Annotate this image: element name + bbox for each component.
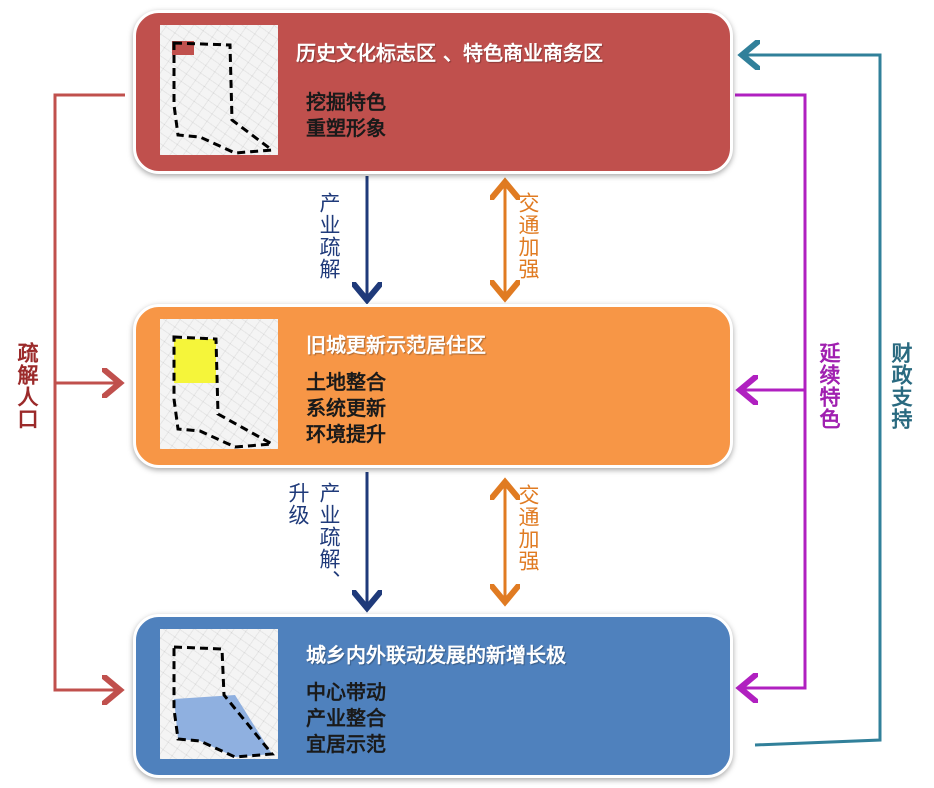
box-points: 挖掘特色 重塑形象 [306,89,386,141]
label-character: 延续特色 [817,342,841,430]
box-historic-commercial: 历史文化标志区 、特色商业商务区 挖掘特色 重塑形象 [133,10,733,174]
point: 重塑形象 [306,116,386,140]
point: 挖掘特色 [306,90,386,114]
map-thumbnail [160,25,278,155]
box-title: 城乡内外联动发展的新增长极 [306,643,566,667]
label-traffic-1: 交通加强 [516,192,540,280]
point: 系统更新 [306,396,386,420]
map-thumbnail [160,629,278,759]
box-growth-pole: 城乡内外联动发展的新增长极 中心带动 产业整合 宜居示范 [133,614,733,778]
point: 产业整合 [306,706,386,730]
finance-line [742,55,882,747]
population-line [53,93,125,690]
label-industry-2: 产业疏解、 [317,482,341,592]
box-points: 中心带动 产业整合 宜居示范 [306,679,386,757]
label-finance: 财政支持 [889,342,913,430]
point: 宜居示范 [306,732,386,756]
box-title: 历史文化标志区 、特色商业商务区 [296,41,603,65]
point: 土地整合 [306,370,386,394]
box-points: 土地整合 系统更新 环境提升 [306,369,386,447]
box-residential-renewal: 旧城更新示范居住区 土地整合 系统更新 环境提升 [133,304,733,468]
point: 环境提升 [306,422,386,446]
box-title: 旧城更新示范居住区 [306,333,486,357]
map-thumbnail [160,319,278,449]
label-traffic-2: 交通加强 [516,484,540,572]
point: 中心带动 [306,680,386,704]
label-population: 疏解人口 [15,342,39,430]
label-industry-1: 产业疏解 [317,192,341,280]
label-upgrade-2: 升级 [286,482,310,526]
